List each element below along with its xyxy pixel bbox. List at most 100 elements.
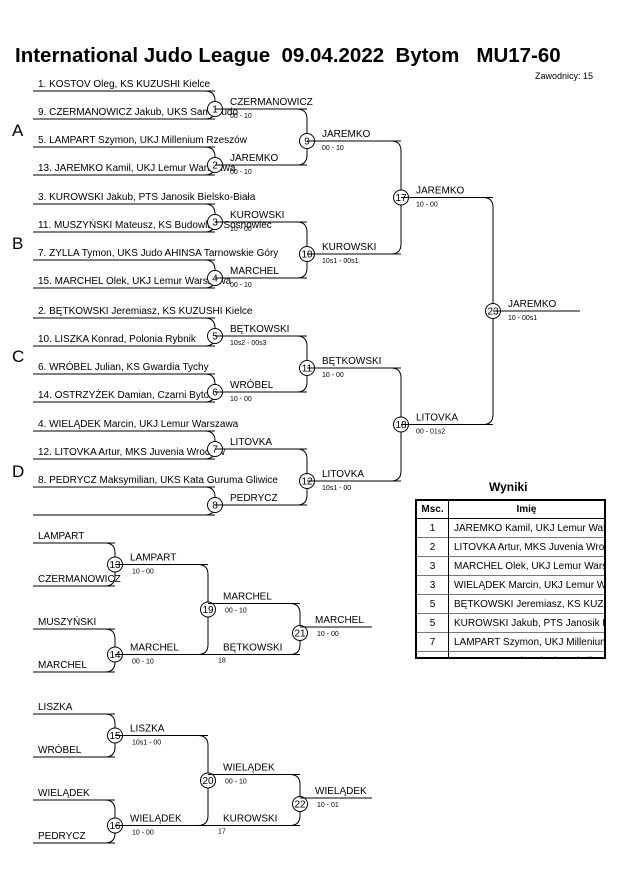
results-place: 3 [417, 575, 449, 595]
entry-label: 5. LAMPART Szymon, UKJ Millenium Rzeszów [38, 135, 248, 146]
winner-name: JAREMKO [230, 153, 279, 164]
fight-score: 10s1 - 00s1 [322, 258, 359, 265]
results-place: 1 [417, 518, 449, 538]
winner-name: BĘTKOWSKI [230, 324, 289, 335]
fight-score: 10 - 00 [230, 226, 252, 233]
fight-number: 7 [212, 445, 218, 456]
results-row: 7LISZKA Konrad, Polonia Rybnik [417, 651, 604, 657]
repechage-winner: MARCHEL [223, 592, 272, 603]
results-place: 5 [417, 613, 449, 633]
fight-number: 3 [212, 218, 218, 229]
fight-number: 12 [301, 477, 313, 488]
fight-number: 9 [304, 137, 310, 148]
repechage-score: 10s1 - 00 [132, 740, 161, 747]
repechage-entry-label: CZERMANOWICZ [38, 574, 121, 585]
group-label: A [12, 121, 24, 140]
page-title: International Judo League 09.04.2022 Byt… [15, 44, 561, 67]
results-place: 3 [417, 556, 449, 576]
crossover-name: BĘTKOWSKI [223, 643, 282, 654]
fight-score: 00 - 10 [322, 145, 344, 152]
fight-number: 20 [202, 776, 214, 787]
repechage-entry-label: MUSZYŃSKI [38, 615, 96, 628]
winner-name: BĘTKOWSKI [322, 356, 381, 367]
entry-label: 2. BĘTKOWSKI Jeremiasz, KS KUZUSHI Kielc… [38, 306, 253, 317]
entry-label: 8. PEDRYCZ Maksymilian, UKS Kata Guruma … [38, 475, 278, 486]
entry-label: 6. WRÓBEL Julian, KS Gwardia Tychy [38, 360, 209, 373]
results-col-name: Imię [448, 501, 604, 519]
entry-label: 1. KOSTOV Oleg, KS KUZUSHI Kielce [38, 79, 211, 90]
results-place: 7 [417, 632, 449, 652]
fight-score: 00 - 01s2 [416, 429, 445, 436]
repechage-entry-label: LISZKA [38, 702, 73, 713]
fight-number: 19 [202, 605, 214, 616]
crossover-name: KUROWSKI [223, 814, 277, 825]
results-name: LAMPART Szymon, UKJ Millenium Rzeszów [448, 632, 604, 652]
repechage-winner: WIELĄDEK [223, 763, 275, 774]
results-name: WIELĄDEK Marcin, UKJ Lemur Warszawa [448, 575, 604, 595]
entry-label: 12. LITOVKA Artur, MKS Juvenia Wrocław [38, 447, 226, 458]
fight-number: 4 [212, 274, 218, 285]
repechage-entry-label: PEDRYCZ [38, 831, 86, 842]
winner-name: LITOVKA [230, 437, 272, 448]
fight-number: 2 [212, 161, 218, 172]
repechage-score: 10 - 00 [132, 830, 154, 837]
fight-number: 21 [294, 629, 306, 640]
repechage-score: 10 - 00 [132, 569, 154, 576]
fight-number-circle [200, 601, 216, 618]
fight-number: 16 [109, 821, 121, 832]
fight-score: 10s2 - 00s3 [230, 340, 267, 347]
entry-label: 15. MARCHEL Olek, UKJ Lemur Warszawa [38, 276, 232, 287]
repechage-score: 00 - 10 [225, 608, 247, 615]
entry-label: 14. OSTRZYŻEK Damian, Czarni Bytom [38, 388, 218, 401]
repechage-winner: WIELĄDEK [130, 814, 182, 825]
results-name: LISZKA Konrad, Polonia Rybnik [448, 651, 604, 657]
fight-score: 00 - 10 [230, 169, 252, 176]
entry-label: 7. ZYLLA Tymon, UKS Judo AHINSA Tarnowsk… [38, 248, 278, 259]
fight-number: 14 [109, 650, 121, 661]
bronze-winner: MARCHEL [315, 615, 364, 626]
repechage-score: 00 - 10 [225, 779, 247, 786]
results-place: 7 [417, 651, 449, 657]
fight-number: 18 [395, 420, 407, 431]
fight-number: 15 [109, 731, 121, 742]
fight-number-circle [200, 772, 216, 789]
fight-score: 10 - 00s1 [508, 315, 537, 322]
results-name: KUROWSKI Jakub, PTS Janosik Bielsko-Biał… [448, 613, 604, 633]
winner-name: WRÓBEL [230, 378, 274, 391]
fight-score: 10 - 00 [230, 396, 252, 403]
results-title: Wyniki [489, 480, 528, 494]
entry-label: 10. LISZKA Konrad, Polonia Rybnik [38, 334, 197, 345]
fight-number: 1 [212, 105, 218, 116]
entry-label: 13. JAREMKO Kamil, UKJ Lemur Warszawa [38, 163, 236, 174]
fight-score: 10s1 - 00 [322, 485, 351, 492]
fight-number: 10 [301, 250, 313, 261]
fight-score: 00 - 10 [230, 282, 252, 289]
repechage-entry-label: WIELĄDEK [38, 788, 90, 799]
fight-number-circle [292, 796, 308, 812]
winner-name: KUROWSKI [322, 242, 376, 253]
repechage-winner: LAMPART [130, 553, 176, 564]
fight-score: 00 - 10 [230, 113, 252, 120]
winner-name: JAREMKO [508, 299, 557, 310]
repechage-entry-label: WRÓBEL [38, 743, 82, 756]
fight-number: 5 [212, 332, 218, 343]
entry-label: 3. KUROWSKI Jakub, PTS Janosik Bielsko-B… [38, 192, 256, 203]
group-label: B [12, 234, 23, 253]
winner-name: LITOVKA [416, 413, 458, 424]
competitor-count: Zawodnicy: 15 [535, 71, 594, 81]
repechage-entry-label: LAMPART [38, 531, 84, 542]
winner-name: PEDRYCZ [230, 493, 278, 504]
bronze-score: 10 - 00 [317, 631, 339, 638]
entry-label: 9. CZERMANOWICZ Jakub, UKS SameJudo [38, 107, 238, 118]
results-place: 2 [417, 537, 449, 557]
winner-name: MARCHEL [230, 266, 279, 277]
repechage-winner: MARCHEL [130, 643, 179, 654]
bronze-winner: WIELĄDEK [315, 786, 367, 797]
